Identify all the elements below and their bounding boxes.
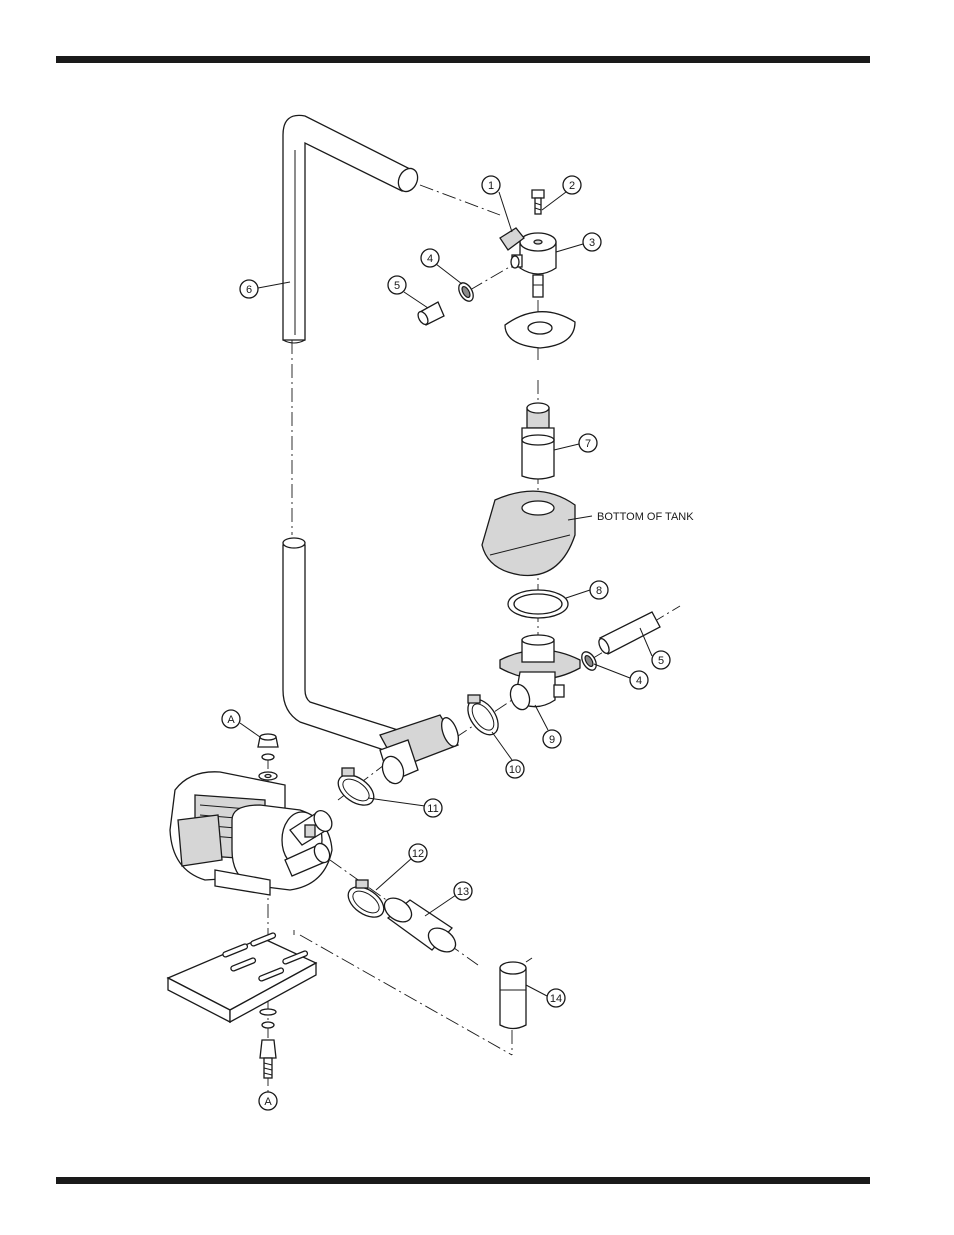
tank-bottom (482, 491, 575, 575)
svg-text:4: 4 (427, 253, 433, 265)
hose-clamp-12 (343, 880, 390, 923)
callout-5-lower: 5 (652, 651, 670, 669)
callout-6: 6 (240, 280, 258, 298)
svg-text:13: 13 (457, 886, 469, 898)
callout-7: 7 (579, 434, 597, 452)
inlet-pipe-upper (283, 115, 421, 343)
callout-9: 9 (543, 730, 561, 748)
svg-text:A: A (227, 714, 235, 726)
tank-fitting (522, 403, 554, 479)
svg-text:9: 9 (549, 734, 555, 746)
hose-clamp-upper (456, 280, 476, 303)
hose-upper (416, 302, 444, 326)
svg-text:6: 6 (246, 284, 252, 296)
svg-text:10: 10 (509, 764, 521, 776)
bottom-of-tank-label: BOTTOM OF TANK (597, 511, 694, 523)
svg-text:7: 7 (585, 438, 591, 450)
svg-text:5: 5 (658, 655, 664, 667)
svg-text:4: 4 (636, 675, 642, 687)
hose-clamp-10 (462, 694, 505, 741)
drain-cap (500, 958, 532, 1029)
svg-text:12: 12 (412, 848, 424, 860)
valve-body (500, 228, 556, 297)
callout-2: 2 (563, 176, 581, 194)
callout-10: 10 (506, 760, 524, 778)
callout-1: 1 (482, 176, 500, 194)
callout-a-bottom: A (259, 1092, 277, 1110)
hose-clamp-lower (579, 649, 599, 672)
callout-5-upper: 5 (388, 276, 406, 294)
svg-text:1: 1 (488, 180, 494, 192)
callout-8: 8 (590, 581, 608, 599)
valve-gasket (505, 312, 575, 348)
pump-motor (170, 772, 335, 895)
svg-text:5: 5 (394, 280, 400, 292)
hose-coupling (380, 893, 460, 957)
mount-hardware-top (258, 734, 278, 780)
svg-text:3: 3 (589, 237, 595, 249)
callout-13: 13 (454, 882, 472, 900)
svg-text:A: A (264, 1096, 272, 1108)
screw (532, 190, 544, 214)
mounting-plate (168, 932, 316, 1022)
callout-4-lower: 4 (630, 671, 648, 689)
callout-11: 11 (424, 799, 442, 817)
callout-3: 3 (583, 233, 601, 251)
callout-14: 14 (547, 989, 565, 1007)
elbow-fitting (500, 635, 580, 712)
callout-12: 12 (409, 844, 427, 862)
svg-text:14: 14 (550, 993, 562, 1005)
svg-text:8: 8 (596, 585, 602, 597)
hose-lower (597, 612, 660, 655)
svg-text:2: 2 (569, 180, 575, 192)
svg-text:11: 11 (427, 803, 438, 815)
o-ring (508, 590, 568, 618)
callout-4-upper: 4 (421, 249, 439, 267)
inlet-pipe-lower (283, 538, 462, 787)
callout-a-top: A (222, 710, 240, 728)
